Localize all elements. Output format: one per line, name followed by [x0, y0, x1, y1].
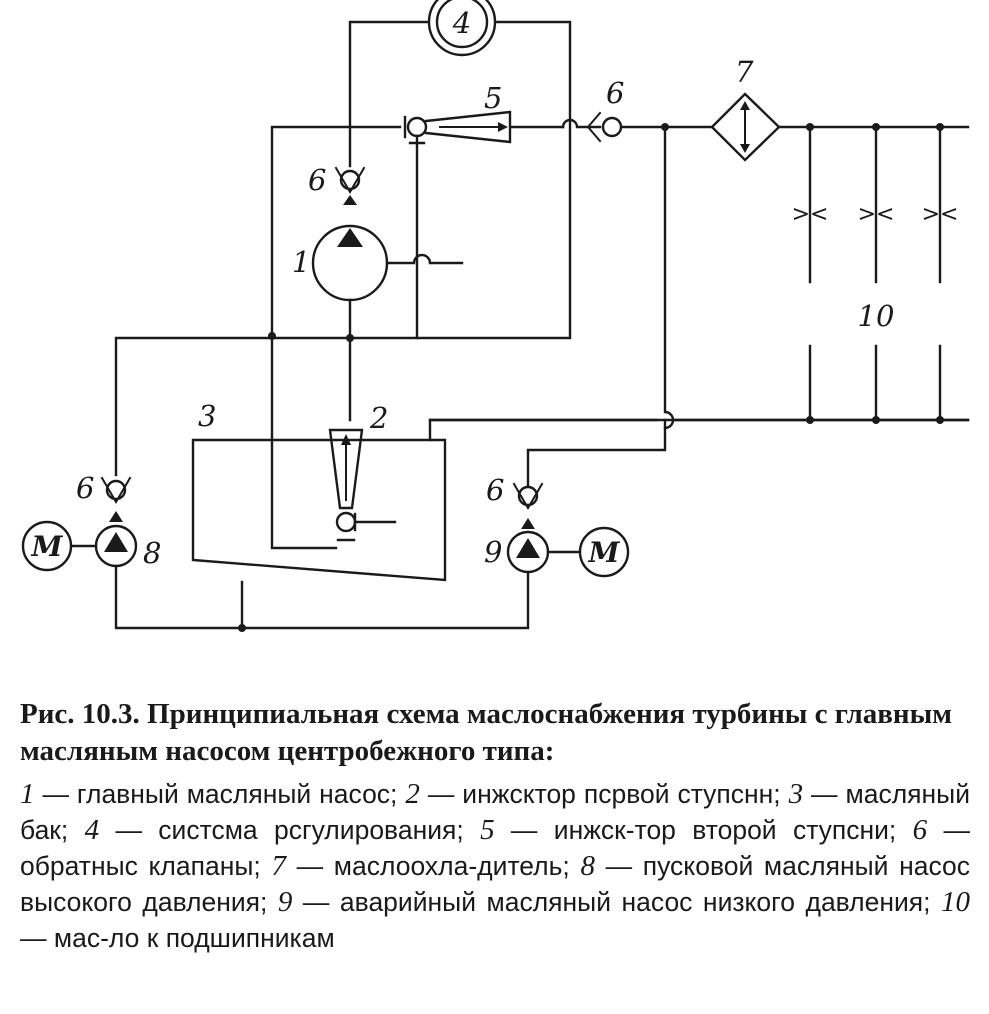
- regulation-system-symbol: 4: [427, 0, 497, 57]
- oil-cooler: [710, 92, 781, 162]
- check-valve-startup: [100, 476, 132, 522]
- legend-text: — инжсктор пcрвой ступcнн;: [419, 779, 789, 809]
- legend-number: 8: [580, 850, 595, 882]
- legend-text: — инжск-тор второй ступсни;: [494, 815, 913, 845]
- motor-startup: M: [21, 520, 73, 572]
- label-oil-cooler: 7: [735, 55, 754, 89]
- oil-supply-scheme: 4 1 6 5 6: [21, 0, 970, 632]
- motor-label: M: [31, 530, 64, 563]
- legend-text: — аварийный масляный насос низкого давле…: [292, 887, 942, 917]
- check-valve-discharge: [586, 111, 623, 143]
- orifice-1: ><: [792, 202, 829, 227]
- label-main-pump: 1: [292, 245, 310, 279]
- label-check-valve-emergency: 6: [486, 473, 504, 507]
- legend-number: 5: [480, 814, 495, 846]
- legend-text: — систсма рсгулирования;: [99, 815, 481, 845]
- label-emergency-pump: 9: [484, 535, 502, 569]
- tank-suction: [268, 332, 338, 550]
- oil-tank: [191, 438, 447, 582]
- legend-number: 4: [84, 814, 100, 846]
- check-valve-main: [334, 166, 366, 205]
- label-injector-stage2: 5: [484, 81, 502, 115]
- legend-number: 7: [271, 850, 286, 882]
- figure-caption: Рис. 10.3. Принципиальная схема маслосна…: [20, 696, 970, 956]
- orifice-3: ><: [922, 202, 959, 227]
- legend-number: 9: [277, 886, 293, 918]
- orifice-2: ><: [858, 202, 895, 227]
- startup-pump: [68, 524, 530, 632]
- label-oil-tank: 3: [198, 399, 216, 433]
- legend-number: 2: [405, 778, 420, 810]
- label-regulation-system: 4: [452, 6, 471, 40]
- legend-number: 3: [788, 778, 804, 810]
- emergency-branch: [428, 123, 970, 442]
- caption-title: Рис. 10.3. Принципиальная схема маслосна…: [20, 698, 953, 767]
- legend-text: — пусковой масляный насос высокого давле…: [20, 851, 970, 917]
- bearings-lines: [806, 123, 944, 424]
- main-pump: [311, 224, 464, 422]
- legend-text: — главный масляный насос;: [34, 779, 406, 809]
- label-startup-pump: 8: [143, 536, 161, 570]
- label-injector-stage1: 2: [369, 401, 388, 435]
- legend-number: 1: [20, 778, 35, 810]
- check-valve-emergency: [512, 482, 544, 529]
- legend-number: 6: [912, 814, 928, 846]
- motor-label-emergency: M: [588, 536, 621, 569]
- regulation-loop: [114, 20, 572, 477]
- caption-legend: 1 — главный масляный насос; 2 — инжсктор…: [20, 776, 970, 956]
- emergency-pump: [506, 426, 667, 574]
- label-check-valve: 6: [308, 163, 326, 197]
- motor-emergency: M: [578, 526, 630, 578]
- label-check-valve-startup: 6: [76, 471, 94, 505]
- injector-stage1: [328, 428, 397, 542]
- legend-text: — масляный бак;: [20, 779, 970, 845]
- label-bearings-oil: 10: [858, 299, 895, 333]
- label-check-valve-discharge: 6: [606, 76, 624, 110]
- legend-number: 10: [941, 886, 971, 918]
- legend-text: — маслоохла-дитель;: [285, 851, 581, 881]
- injector-stage2: [403, 110, 512, 340]
- legend-text: — мас-ло к подшипникам: [20, 923, 335, 953]
- legend-text: — обратныс клапаны;: [20, 815, 970, 881]
